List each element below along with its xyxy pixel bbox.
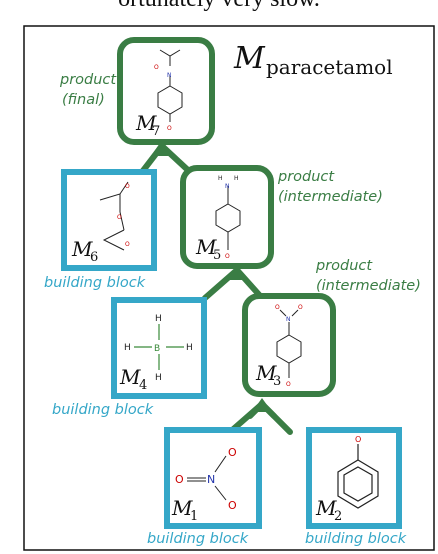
atom-o: O	[154, 64, 159, 71]
outer-frame	[23, 25, 435, 551]
atom-h: H	[155, 373, 162, 383]
node-m4-tag: building block	[52, 402, 154, 418]
atom-o: O	[355, 435, 361, 444]
atom-h: H	[186, 343, 193, 353]
node-m7-box	[117, 37, 215, 145]
node-m7-tag-line2: (final)	[62, 92, 105, 108]
node-m7: O N O M 7	[117, 37, 215, 145]
node-m5-box	[180, 165, 274, 269]
node-m3: N O O O M 3	[242, 293, 336, 397]
diagram-title: M	[233, 41, 266, 76]
caption-fragment: ortunately very slow.	[0, 0, 438, 13]
node-m3-tag-line2: (intermediate)	[316, 278, 421, 294]
node-m1: O N O O M 1	[164, 427, 262, 529]
atom-h: H	[234, 175, 239, 182]
atom-b: B	[154, 344, 160, 354]
node-m7-sub: 7	[152, 124, 160, 139]
atom-n: N	[167, 72, 172, 79]
atom-h: H	[155, 314, 162, 324]
node-m2: O M 2	[306, 427, 402, 529]
node-m7-tag-line1: product	[59, 72, 117, 88]
node-m1-sub: 1	[190, 509, 198, 524]
node-m5-sub: 5	[213, 248, 221, 263]
node-m2-tag: building block	[305, 531, 407, 547]
atom-o: O	[298, 304, 303, 311]
arrowheads	[151, 140, 272, 412]
atom-n: N	[225, 183, 230, 190]
node-m4-sub: 4	[139, 378, 147, 393]
atom-o: O	[167, 125, 172, 132]
node-m6-sub: 6	[90, 250, 98, 265]
atom-h: H	[124, 343, 131, 353]
node-m6: O O O M 6	[61, 169, 157, 271]
diagram-title-subscript: paracetamol	[266, 55, 393, 79]
node-m7-name: M	[135, 111, 157, 135]
atom-o: O	[228, 446, 237, 459]
node-m2-sub: 2	[334, 509, 342, 524]
atom-h: H	[218, 175, 223, 182]
node-m4: H H H H B M 4	[111, 297, 207, 399]
node-m3-name: M	[255, 361, 277, 385]
atom-n: N	[207, 473, 215, 486]
atom-o: O	[286, 381, 291, 388]
node-m5: H H N O M 5	[180, 165, 274, 269]
node-m5-tag-line2: (intermediate)	[278, 189, 383, 205]
atom-o: O	[125, 183, 130, 190]
atom-o: O	[125, 241, 130, 248]
node-m2-name: M	[315, 496, 337, 520]
node-m3-sub: 3	[273, 374, 281, 389]
node-m6-tag: building block	[44, 275, 146, 291]
node-m4-name: M	[119, 365, 141, 389]
atom-o: O	[225, 253, 230, 260]
m7-molecule	[157, 49, 183, 122]
node-m1-tag: building block	[147, 531, 249, 547]
node-m4-box	[111, 297, 207, 399]
atom-o: O	[117, 214, 122, 221]
node-m3-tag-line1: product	[315, 258, 373, 274]
node-m5-name: M	[195, 235, 217, 259]
node-m6-name: M	[71, 237, 93, 261]
node-m2-box	[306, 427, 402, 529]
node-m1-name: M	[171, 496, 193, 520]
atom-o: O	[228, 499, 237, 512]
node-m1-box	[164, 427, 262, 529]
node-m3-box	[242, 293, 336, 397]
atom-n: N	[286, 316, 291, 323]
node-m5-tag-line1: product	[277, 169, 335, 185]
atom-o: O	[275, 304, 280, 311]
node-m6-box	[61, 169, 157, 271]
atom-o: O	[175, 473, 184, 486]
